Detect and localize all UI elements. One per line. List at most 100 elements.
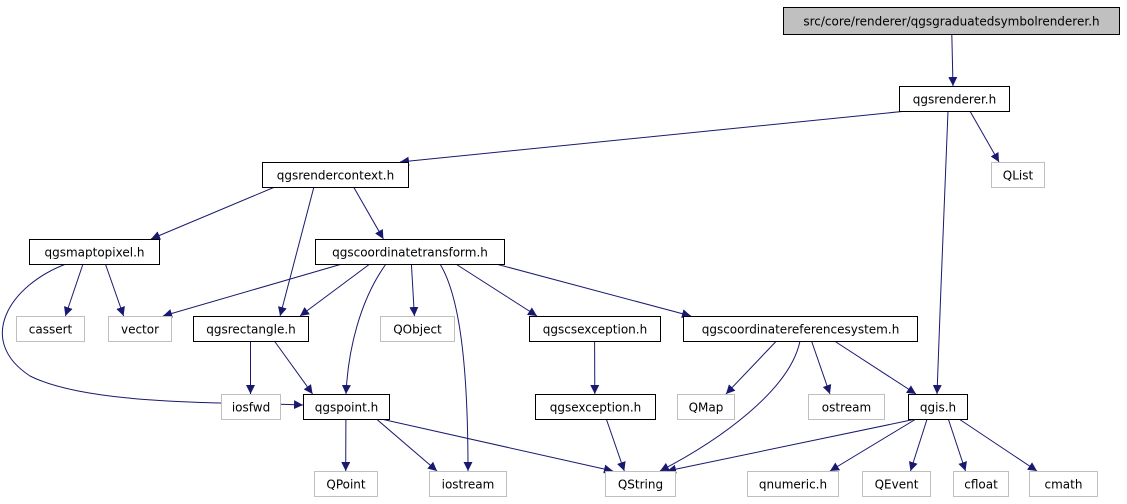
node-box-vector — [108, 316, 172, 342]
node-box-maptopixel — [29, 239, 160, 265]
node-iostream: iostream — [429, 471, 507, 497]
node-exception[interactable]: qgsexception.h — [535, 394, 656, 420]
node-box-point — [303, 394, 390, 420]
node-label-rectangle: qgsrectangle.h — [206, 323, 296, 337]
edge-coordtransform-to-vector — [162, 263, 343, 318]
node-rectangle[interactable]: qgsrectangle.h — [193, 316, 309, 342]
edge-crs-to-qmap — [725, 340, 777, 395]
edge-maptopixel-to-vector — [104, 263, 125, 317]
node-box-qmap — [677, 394, 735, 420]
node-label-cassert: cassert — [29, 323, 73, 337]
node-point[interactable]: qgspoint.h — [303, 394, 390, 420]
node-qgis[interactable]: qgis.h — [908, 394, 968, 420]
node-label-renderer: qgsrenderer.h — [913, 93, 996, 107]
node-label-iostream: iostream — [442, 478, 495, 492]
edge-coordtransform-to-rectangle — [299, 263, 371, 317]
node-box-qnumeric — [747, 471, 839, 497]
node-label-qstring: QString — [618, 478, 663, 492]
edge-rendercontext-to-rectangle — [278, 186, 315, 317]
edge-qgis-to-cfloat — [947, 418, 967, 472]
node-label-qpoint: QPoint — [326, 478, 366, 492]
node-label-qnumeric: qnumeric.h — [759, 478, 827, 492]
node-label-iosfwd: iosfwd — [232, 401, 270, 415]
edge-coordtransform-to-iostream — [439, 263, 473, 472]
node-cassert: cassert — [16, 316, 85, 342]
node-qlist: QList — [991, 162, 1045, 188]
edge-root-to-renderer — [948, 33, 958, 87]
edge-renderer-to-rendercontext — [399, 110, 908, 166]
node-box-exception — [535, 394, 656, 420]
node-box-qlist — [991, 162, 1045, 188]
edge-qgis-to-qnumeric — [829, 418, 917, 472]
node-label-root: src/core/renderer/qgsgraduatedsymbolrend… — [803, 15, 1099, 29]
node-maptopixel[interactable]: qgsmaptopixel.h — [29, 239, 160, 265]
edge-qgis-to-qstring — [666, 418, 917, 474]
node-qpoint: QPoint — [314, 471, 378, 497]
edge-exception-to-qstring — [605, 418, 626, 472]
edge-qgis-to-cmath — [958, 418, 1038, 472]
node-label-ostream: ostream — [822, 401, 871, 415]
node-box-qevent — [862, 471, 931, 497]
nodes-layer: src/core/renderer/qgsgraduatedsymbolrend… — [16, 7, 1120, 497]
node-rendercontext[interactable]: qgsrendercontext.h — [262, 162, 409, 188]
node-box-qstring — [605, 471, 676, 497]
edge-crs-to-qgis — [834, 340, 917, 395]
node-label-csexception: qgscsexception.h — [543, 323, 647, 337]
edge-coordtransform-to-point — [341, 263, 387, 395]
node-label-cfloat: cfloat — [964, 478, 998, 492]
edge-renderer-to-qgis — [932, 110, 949, 395]
node-box-qobject — [380, 316, 455, 342]
node-csexception[interactable]: qgscsexception.h — [529, 316, 661, 342]
node-label-vector: vector — [121, 323, 159, 337]
node-label-cmath: cmath — [1045, 478, 1083, 492]
node-label-exception: qgsexception.h — [550, 401, 642, 415]
edge-point-to-iostream — [376, 418, 438, 472]
node-box-cfloat — [953, 471, 1009, 497]
node-coordtransform[interactable]: qgscoordinatetransform.h — [315, 239, 505, 265]
node-box-iosfwd — [221, 394, 281, 420]
node-cfloat: cfloat — [953, 471, 1009, 497]
node-label-crs: qgscoordinatereferencesystem.h — [702, 323, 900, 337]
node-label-coordtransform: qgscoordinatetransform.h — [332, 246, 488, 260]
node-box-rendercontext — [262, 162, 409, 188]
node-box-root — [783, 7, 1120, 35]
node-label-qmap: QMap — [689, 401, 724, 415]
node-renderer[interactable]: qgsrenderer.h — [899, 86, 1010, 112]
node-vector: vector — [108, 316, 172, 342]
node-box-coordtransform — [315, 239, 505, 265]
edge-crs-to-ostream — [811, 340, 832, 395]
node-label-qgis: qgis.h — [920, 401, 956, 415]
node-label-rendercontext: qgsrendercontext.h — [277, 169, 394, 183]
edge-renderer-to-qlist — [969, 110, 1000, 163]
node-box-cmath — [1029, 471, 1098, 497]
node-box-ostream — [808, 394, 885, 420]
node-qevent: QEvent — [862, 471, 931, 497]
edge-rectangle-to-point — [273, 340, 314, 395]
edge-maptopixel-to-cassert — [64, 263, 84, 317]
edge-coordtransform-to-crs — [495, 263, 692, 319]
node-box-qgis — [908, 394, 968, 420]
node-qstring: QString — [605, 471, 676, 497]
edge-rendercontext-to-maptopixel — [150, 186, 275, 240]
node-root[interactable]: src/core/renderer/qgsgraduatedsymbolrend… — [783, 7, 1120, 35]
node-iosfwd: iosfwd — [221, 394, 281, 420]
node-box-renderer — [899, 86, 1010, 112]
edge-coordtransform-to-qobject — [409, 263, 419, 317]
node-crs[interactable]: qgscoordinatereferencesystem.h — [683, 316, 918, 342]
node-cmath: cmath — [1029, 471, 1098, 497]
node-qobject: QObject — [380, 316, 455, 342]
edge-coordtransform-to-csexception — [455, 263, 538, 317]
node-label-maptopixel: qgsmaptopixel.h — [44, 246, 144, 260]
edge-rendercontext-to-coordtransform — [353, 186, 384, 240]
node-box-rectangle — [193, 316, 309, 342]
node-box-cassert — [16, 316, 85, 342]
edge-point-to-qstring — [380, 418, 614, 474]
node-box-iostream — [429, 471, 507, 497]
node-box-csexception — [529, 316, 661, 342]
node-qnumeric: qnumeric.h — [747, 471, 839, 497]
node-label-point: qgspoint.h — [315, 401, 379, 415]
node-ostream: ostream — [808, 394, 885, 420]
node-label-qobject: QObject — [393, 323, 442, 337]
edge-crs-to-qstring — [659, 340, 801, 472]
